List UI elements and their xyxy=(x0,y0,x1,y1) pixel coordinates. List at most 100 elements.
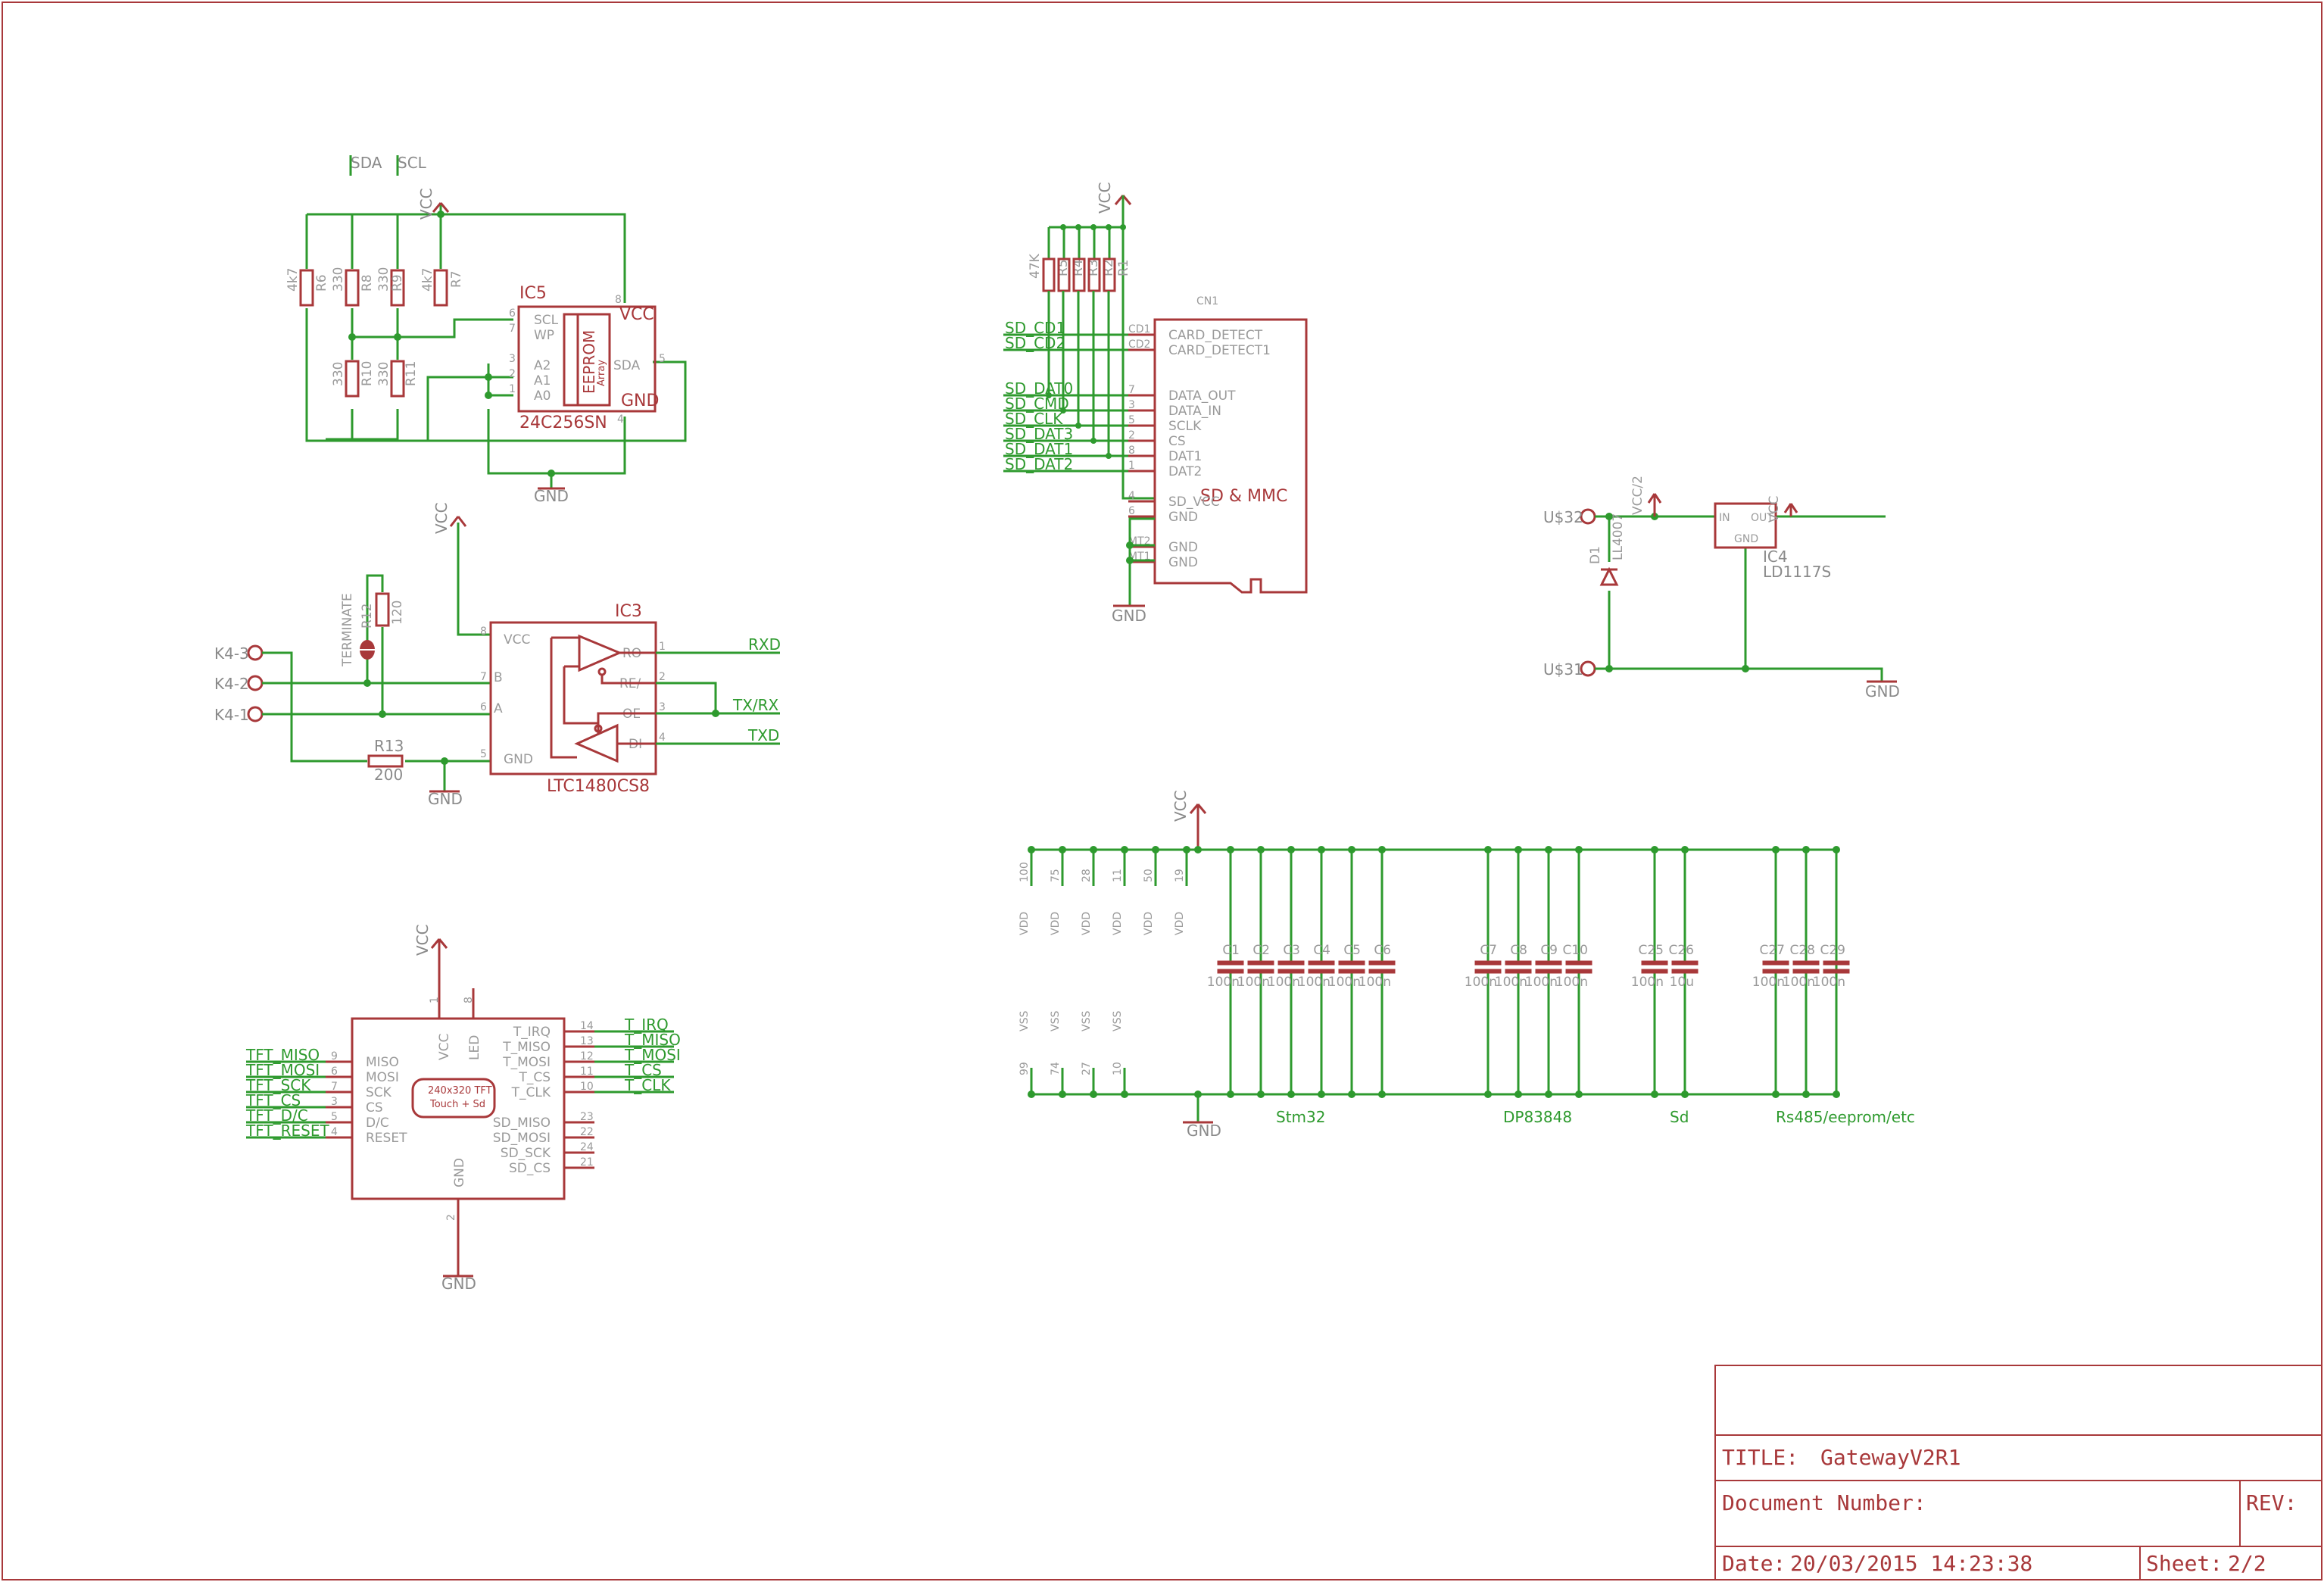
k4-3-label: K4-3 xyxy=(214,644,249,663)
eeprom-section: SDA SCL VCC 4k7 R6 330 R8 330 R9 4k7 R7 … xyxy=(285,154,685,505)
sd-pullup-value: 47K xyxy=(1028,253,1043,279)
ic4-part: LD1117S xyxy=(1763,563,1831,581)
rs485-chip-ic3 xyxy=(489,621,657,775)
capacitor-plate xyxy=(1792,969,1820,974)
net-scl-label: SCL xyxy=(398,154,427,172)
k4-2-label: K4-2 xyxy=(214,675,249,693)
pin-num: 3 xyxy=(331,1096,338,1108)
eeprom-gnd-label: GND xyxy=(534,487,569,505)
vdd-pin-label: VDD xyxy=(1112,912,1124,935)
sd-resistor-name: R1 xyxy=(1116,259,1131,276)
capacitor-value: 100n xyxy=(1237,975,1270,990)
group-dp83848: DP83848 xyxy=(1503,1108,1572,1126)
sd-pin-label: DAT1 xyxy=(1168,449,1202,464)
capacitor-plate xyxy=(1762,960,1789,966)
pin-num: 23 xyxy=(580,1111,594,1123)
capacitor-value: 100n xyxy=(1298,975,1330,990)
eeprom-pin-wp: WP xyxy=(534,328,554,343)
tft-right-net: T_MISO xyxy=(624,1031,681,1049)
eeprom-vcc-label: VCC xyxy=(417,188,435,220)
rs485-pin-a: A xyxy=(494,701,503,716)
tft-left-net: TFT_RESET xyxy=(245,1122,329,1140)
ic4-pin-in: IN xyxy=(1719,512,1730,524)
pin-num: 1 xyxy=(429,997,441,1003)
r13-value: 200 xyxy=(374,766,403,784)
pin-num: 5 xyxy=(1128,414,1135,426)
ic4-name: IC4 xyxy=(1763,548,1788,566)
pin-num: 1 xyxy=(509,383,516,395)
tft-right-net: T_CS xyxy=(624,1061,662,1079)
tft-right-pin-label: SD_MISO xyxy=(493,1116,551,1131)
d1-name: D1 xyxy=(1588,546,1603,564)
tft-gnd-label: GND xyxy=(441,1275,476,1293)
pin-num: 14 xyxy=(580,1020,594,1032)
vdd-pin-num: 75 xyxy=(1050,869,1062,882)
r8-value: 330 xyxy=(331,267,346,292)
capacitor-value: 100n xyxy=(1631,975,1664,990)
vdd-pin-label: VDD xyxy=(1019,912,1031,935)
decap-gnd-label: GND xyxy=(1187,1122,1221,1140)
r12-name: R12 xyxy=(360,604,375,629)
rs485-vcc-label: VCC xyxy=(432,502,451,534)
ic4-pin-gnd: GND xyxy=(1734,533,1758,545)
capacitor-name: C29 xyxy=(1820,943,1845,958)
capacitor-value: 100n xyxy=(1207,975,1240,990)
tft-left-net: TFT_MOSI xyxy=(245,1061,320,1079)
vss-pin-num: 10 xyxy=(1112,1062,1124,1075)
capacitor-plate xyxy=(1505,969,1532,974)
vss-pin-label: VSS xyxy=(1050,1011,1062,1031)
tft-right-pin-label: T_MISO xyxy=(502,1040,551,1055)
resistor-r6 xyxy=(299,269,314,307)
r7-name: R7 xyxy=(449,270,464,288)
rs485-name: IC3 xyxy=(615,602,642,621)
capacitor-plate xyxy=(1217,960,1244,966)
vss-pin-num: 99 xyxy=(1019,1062,1031,1075)
sd-net-label: SD_DAT0 xyxy=(1005,379,1073,398)
capacitor-name: C10 xyxy=(1562,943,1588,958)
ic4-pin-out: OUT xyxy=(1751,512,1773,524)
capacitor-name: C27 xyxy=(1759,943,1785,958)
connector-k4-1 xyxy=(247,706,264,722)
title-label: TITLE: xyxy=(1722,1445,1798,1470)
pin-num: 2 xyxy=(445,1214,457,1221)
tft-screen-body xyxy=(411,1078,496,1119)
capacitor-plate xyxy=(1823,969,1850,974)
r9-value: 330 xyxy=(376,267,391,292)
capacitor-name: C26 xyxy=(1668,943,1694,958)
pin-num: 10 xyxy=(580,1081,594,1093)
sd-connector-title: SD & MMC xyxy=(1200,487,1287,506)
u32-label: U$32 xyxy=(1543,508,1583,526)
sd-pullup-resistor xyxy=(1042,257,1056,292)
capacitor-name: C2 xyxy=(1252,943,1270,958)
capacitor-plate xyxy=(1368,969,1396,974)
capacitor-plate xyxy=(1247,969,1274,974)
vss-pin-num: 74 xyxy=(1050,1062,1062,1075)
sd-net-label: SD_CMD xyxy=(1005,395,1069,413)
capacitor-plate xyxy=(1671,969,1699,974)
sd-pin-label: DAT2 xyxy=(1168,464,1202,479)
decap-vcc-label: VCC xyxy=(1171,790,1190,822)
tft-left-net: TFT_MISO xyxy=(245,1046,320,1064)
capacitor-value: 100n xyxy=(1268,975,1300,990)
vdd-pin-num: 19 xyxy=(1174,869,1186,882)
capacitor-value: 100n xyxy=(1525,975,1558,990)
tft-left-net: TFT_CS xyxy=(245,1091,301,1109)
sd-pin-label: CARD_DETECT1 xyxy=(1168,343,1271,358)
capacitor-name: C5 xyxy=(1343,943,1361,958)
net-sda-label: SDA xyxy=(351,154,382,172)
pin-num: 21 xyxy=(580,1156,594,1169)
capacitor-plate xyxy=(1368,960,1396,966)
capacitor-value: 100n xyxy=(1752,975,1785,990)
pin-num: 2 xyxy=(509,368,516,380)
resistor-r7 xyxy=(433,269,448,307)
vdd-pin-label: VDD xyxy=(1081,912,1093,935)
capacitor-plate xyxy=(1535,969,1562,974)
pin-num: 13 xyxy=(580,1035,594,1047)
capacitor-name: C7 xyxy=(1480,943,1497,958)
capacitor-plate xyxy=(1338,969,1365,974)
pin-num: CD2 xyxy=(1128,339,1150,351)
group-stm32: Stm32 xyxy=(1276,1108,1325,1126)
pin-num: 8 xyxy=(615,294,622,306)
eeprom-array-label: Array xyxy=(596,360,607,386)
